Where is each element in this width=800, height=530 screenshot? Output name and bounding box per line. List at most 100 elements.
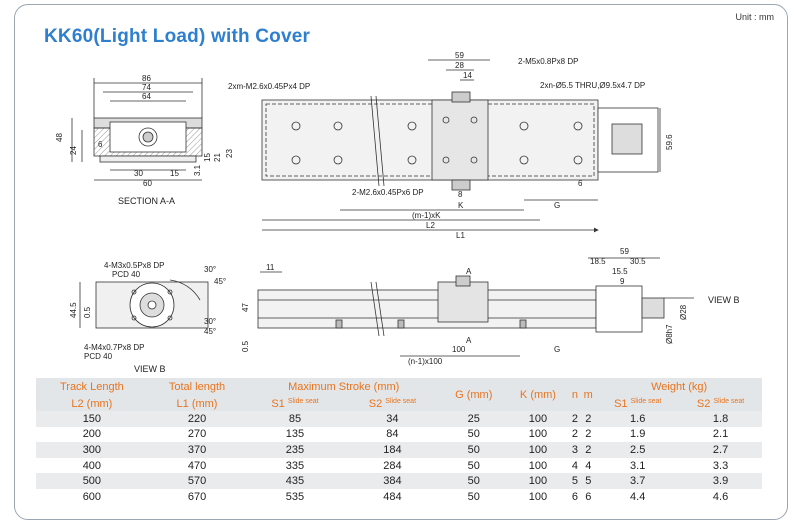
table-cell: 435 [246,473,344,489]
table-cell: 85 [246,411,344,427]
dim-18-5: 18.5 [590,257,606,266]
table-header-row: Track Length Total length Maximum Stroke… [36,378,762,411]
table-cell: 235 [246,442,344,458]
table-cell: 270 [147,426,247,443]
dim-21: 21 [213,153,222,162]
table-cell: 84 [343,426,442,443]
table-cell: 6 [580,488,597,505]
note-thru: 2xn-Ø5.5 THRU,Ø9.5x4.7 DP [540,81,645,90]
dim-24: 24 [69,146,78,155]
table-cell: 135 [246,426,344,443]
col-s1-weight: S1 Slide seat [596,396,680,411]
table-cell: 600 [36,488,148,505]
table-subheader-row: L2 (mm) L1 (mm) S1 Slide seat S2 Slide s… [36,396,762,411]
table-cell: 2.7 [679,442,762,458]
dim-8: 8 [458,190,463,199]
col-m: m [580,378,597,411]
table-cell: 100 [506,473,570,489]
angle-45b: 45° [204,327,216,336]
note-m26-4: 2xm-M2.6x0.45Px4 DP [228,82,310,91]
table-cell: 470 [147,457,247,474]
table-cell: 3.1 [596,457,680,474]
dim-0-5-b: 0.5 [83,306,92,318]
pcd-1: PCD 40 [112,270,141,279]
col-total-length: Total length [147,378,247,396]
table-cell: 2.1 [679,426,762,443]
table-cell: 3.7 [596,473,680,489]
table-cell: 25 [441,411,507,427]
table-cell: 300 [36,442,148,458]
dim-74: 74 [142,83,151,92]
note-m3: 4-M3x0.5Px8 DP [104,261,164,270]
dim-28: 28 [455,61,464,70]
section-a-top: A [466,267,472,276]
view-b-label: VIEW B [134,364,166,374]
table-cell: 570 [147,473,247,489]
table-cell: 50 [441,473,507,489]
table-cell: 1.8 [679,411,762,427]
table-cell: 220 [147,411,247,427]
col-track-length: Track Length [36,378,148,396]
view-b-arrow-label: VIEW B [708,295,740,305]
top-view [261,59,661,233]
dim-47: 47 [241,303,250,312]
unit-label: Unit : mm [735,12,774,22]
dim-l2: L2 [426,221,435,230]
pcd-2: PCD 40 [84,352,113,361]
table-cell: 4.6 [679,488,762,505]
table-cell: 384 [343,473,442,489]
side-view-dims: 11 A A 47 0.5 100 G (n-1)x100 59 18.5 30… [241,247,740,366]
dim-30: 30 [134,169,143,178]
dim-k: K [458,201,464,210]
col-s2-weight: S2 Slide seat [679,396,762,411]
dim-d28: Ø28 [679,304,688,320]
dim-d8h7: Ø8h7 [665,324,674,344]
col-n: n [569,378,581,411]
table-cell: 100 [506,411,570,427]
table-cell: 100 [506,457,570,474]
dim-30-5: 30.5 [630,257,646,266]
dim-g-side: G [554,345,560,354]
table-cell: 5 [569,473,581,489]
dim-15: 15 [170,169,179,178]
table-cell: 3.3 [679,457,762,474]
table-cell: 484 [343,488,442,505]
dim-86: 86 [142,74,151,83]
dim-14: 14 [463,71,472,80]
note-m4: 4-M4x0.7Px8 DP [84,343,144,352]
table-cell: 370 [147,442,247,458]
dim-mk: (m-1)xK [412,211,441,220]
col-track-length-unit: L2 (mm) [36,396,148,411]
table-cell: 200 [36,426,148,443]
spec-table: Track Length Total length Maximum Stroke… [36,378,762,505]
table-cell: 50 [441,488,507,505]
note-m5: 2-M5x0.8Px8 DP [518,57,578,66]
dim-0-5-side: 0.5 [241,340,250,352]
table-cell: 50 [441,442,507,458]
table-cell: 2.5 [596,442,680,458]
dim-23: 23 [225,149,234,158]
section-a-a [71,78,203,181]
angle-45: 45° [214,277,226,286]
note-m26-6: 2-M2.6x0.45Px6 DP [352,188,424,197]
table-cell: 100 [506,488,570,505]
angle-30: 30° [204,265,216,274]
dim-44-5: 44.5 [69,302,78,318]
dim-59-6: 59.6 [665,134,674,150]
table-cell: 6 [569,488,581,505]
table-cell: 1.9 [596,426,680,443]
table-cell: 400 [36,457,148,474]
dim-100: 100 [452,345,466,354]
dim-64: 64 [142,92,151,101]
angle-30b: 30° [204,317,216,326]
table-cell: 50 [441,457,507,474]
table-cell: 2 [569,426,581,443]
table-cell: 1.6 [596,411,680,427]
table-cell: 150 [36,411,148,427]
